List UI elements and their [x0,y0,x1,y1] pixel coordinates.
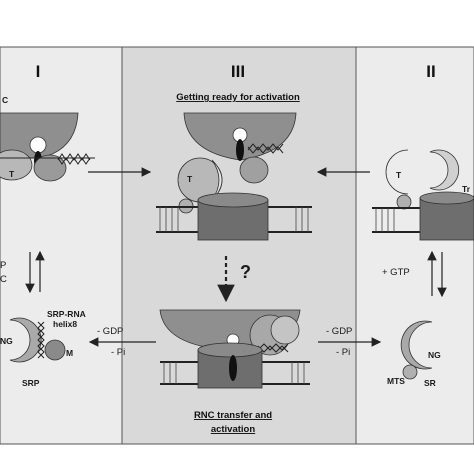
label-t-left-top: T [9,169,15,179]
srp-rna-helix [37,321,45,359]
right-top-sr-on-translocon: T Tr [372,149,474,241]
membrane-lipids [163,362,305,384]
srp-rna-helix [257,343,289,351]
sr-ng-crescent [385,149,409,195]
label-srp: SRP [22,378,40,388]
label-right-gdp: - GDP [326,326,352,337]
srp54-m [33,154,67,182]
srp-ng-domain [9,317,42,363]
mts-anchor [396,194,412,210]
panel-right-numeral: II [426,62,435,81]
label-t-middle: T [187,174,193,184]
signal-sequence-helix [57,153,91,161]
cut-label-tr: Tr [462,184,471,194]
left-bottom-free-srp: NG M SRP-RNA helix8 SRP [0,309,86,388]
srp-m-domain [44,339,66,361]
translocon [419,197,474,241]
label-helix8: helix8 [53,319,77,329]
panel-middle-numeral: III [231,62,245,81]
signal-sequence-helix [247,143,284,151]
label-mts: MTS [387,376,405,386]
middle-bottom-complex [159,309,310,389]
nascent-chain [236,139,244,161]
label-right-pi: - Pi [336,347,350,358]
label-t-right: T [396,170,402,180]
sr-ng-domain [400,320,433,370]
membrane-lipids [375,208,395,232]
label-left-gdp: - GDP [97,326,123,337]
right-bottom-free-sr: NG MTS SR [387,320,441,388]
title-rnc-transfer-2: activation [211,424,256,435]
cut-label-c2: C [0,274,7,285]
label-srp-rna: SRP-RNA [47,309,86,319]
membrane-lipids [159,207,309,232]
panel-left-numeral: I [36,62,41,81]
cut-label-p: P [0,260,6,271]
sr-beta-crescent [429,149,460,191]
title-rnc-transfer-1: RNC transfer and [194,410,272,421]
left-top-rnc-srp: C T [0,95,95,182]
panel-right [355,46,474,445]
sr-ng-domain [270,315,300,345]
label-left-pi: - Pi [111,347,125,358]
panel-left [0,46,123,445]
middle-top-complex: T [156,112,312,241]
nascent-chain-inserted [229,355,237,381]
label-ng-left: NG [0,336,13,346]
cut-label-c: C [2,95,8,105]
label-sr: SR [424,378,436,388]
title-getting-ready: Getting ready for activation [176,92,300,103]
srp54-m [239,156,269,184]
mts-anchor [402,364,418,380]
label-m-left: M [66,348,73,358]
label-plus-gtp: + GTP [382,267,410,278]
question-mark: ? [240,262,251,282]
nascent-chain-exit [29,136,47,154]
label-ng-right: NG [428,350,441,360]
